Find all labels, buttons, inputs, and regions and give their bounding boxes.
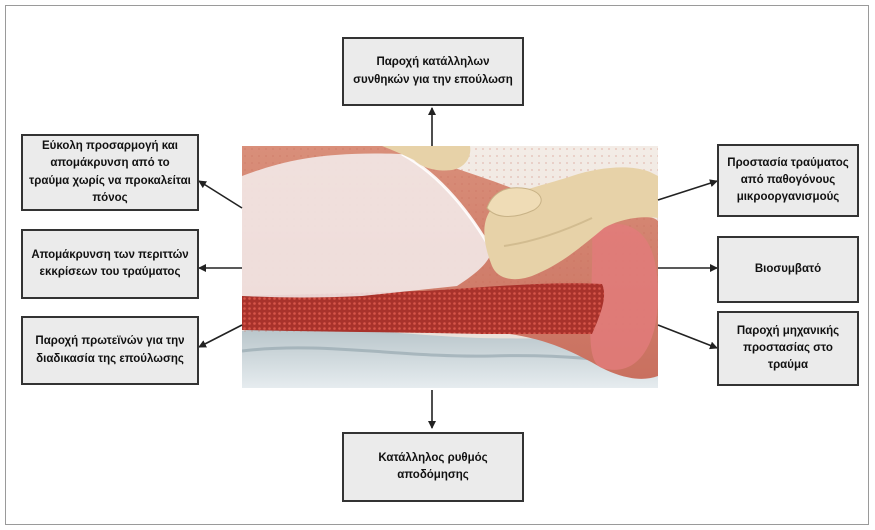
box-bottom-degradation-rate: Κατάλληλος ρυθμός αποδόμησης (342, 432, 524, 502)
arrow-to-right-1 (658, 181, 717, 200)
box-left-exudate-removal: Απομάκρυνση των περιττών εκκρίσεων του τ… (21, 229, 199, 299)
box-right-biocompatible: Βιοσυμβατό (717, 236, 859, 303)
arrow-to-left-1 (199, 181, 242, 208)
arrow-to-left-3 (199, 325, 242, 347)
box-left-painless-removal: Εύκολη προσαρμογή και απομάκρυνση από το… (21, 134, 199, 211)
box-left-protein-supply: Παροχή πρωτεϊνών για την διαδικασία της … (21, 316, 199, 385)
box-top-healing-conditions: Παροχή κατάλληλων συνθηκών για την επούλ… (342, 37, 524, 106)
box-right-mechanical-protection: Παροχή μηχανικής προστασίας στο τραύμα (717, 311, 859, 386)
box-right-pathogen-protection: Προστασία τραύματος από παθογόνους μικρο… (717, 144, 859, 217)
arrow-to-right-3 (658, 325, 717, 348)
